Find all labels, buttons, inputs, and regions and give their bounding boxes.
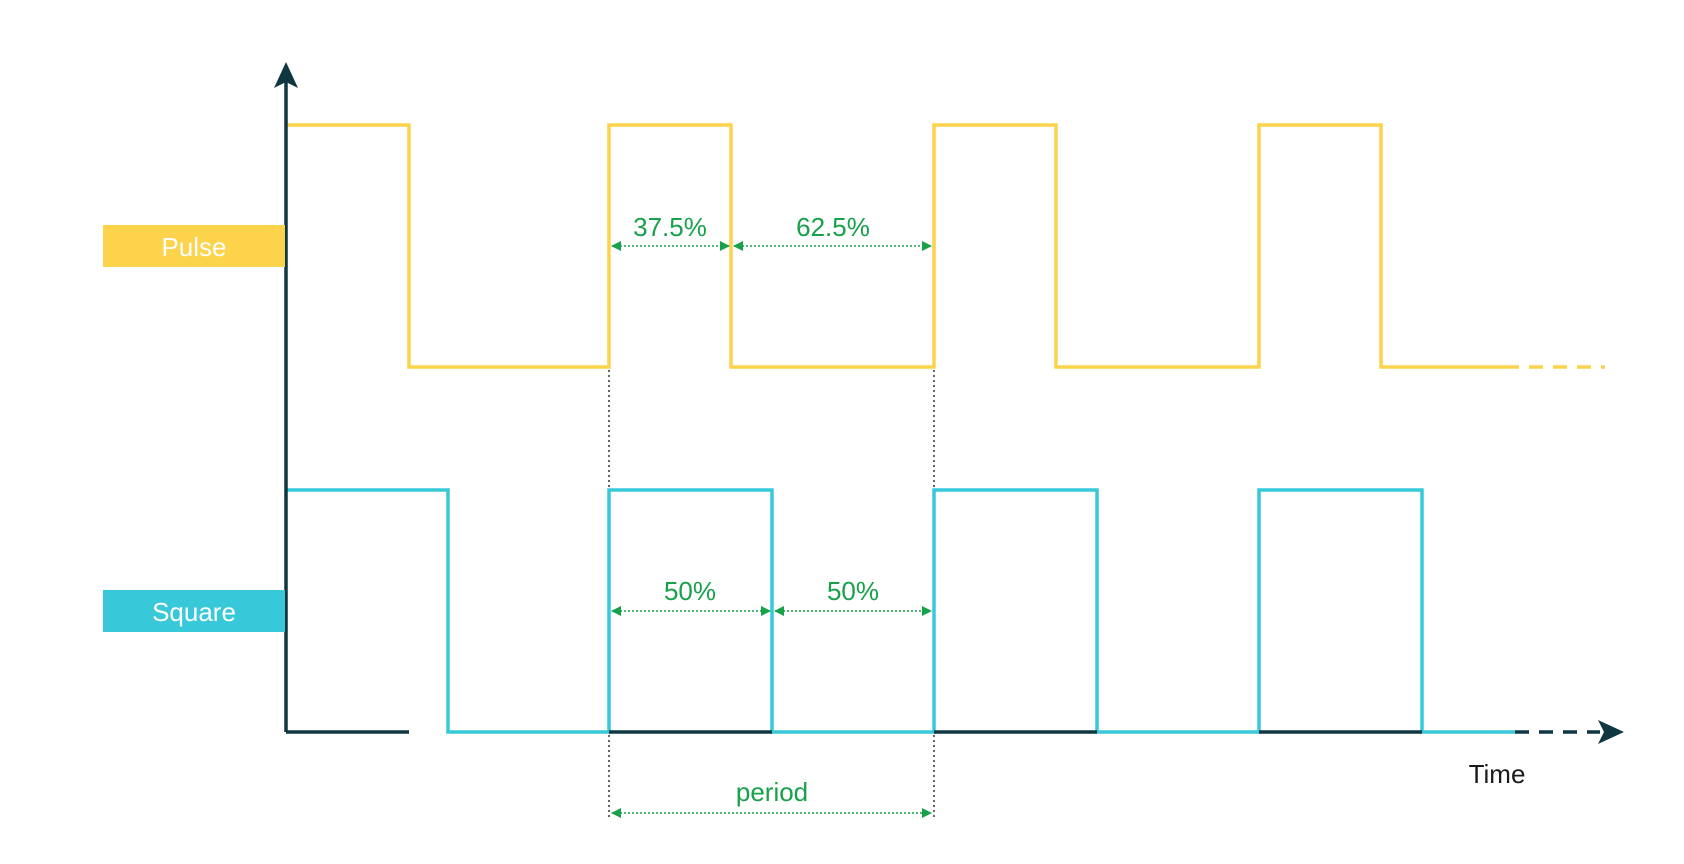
square-waveform [286,488,1515,734]
pulse-label: Pulse [161,232,226,262]
x-axis-arrowhead [1598,720,1624,744]
pulse-high-label: 37.5% [633,212,707,242]
time-axis-label: Time [1469,759,1526,789]
y-axis-arrowhead [274,62,298,88]
pulse-waveform [286,123,1505,369]
square-label-bg [103,590,285,632]
square-label: Square [152,597,236,627]
square-low-label: 50% [827,576,879,606]
square-high-label: 50% [664,576,716,606]
pulse-low-label: 62.5% [796,212,870,242]
period-label: period [736,777,808,807]
pulse-label-bg [103,225,285,267]
